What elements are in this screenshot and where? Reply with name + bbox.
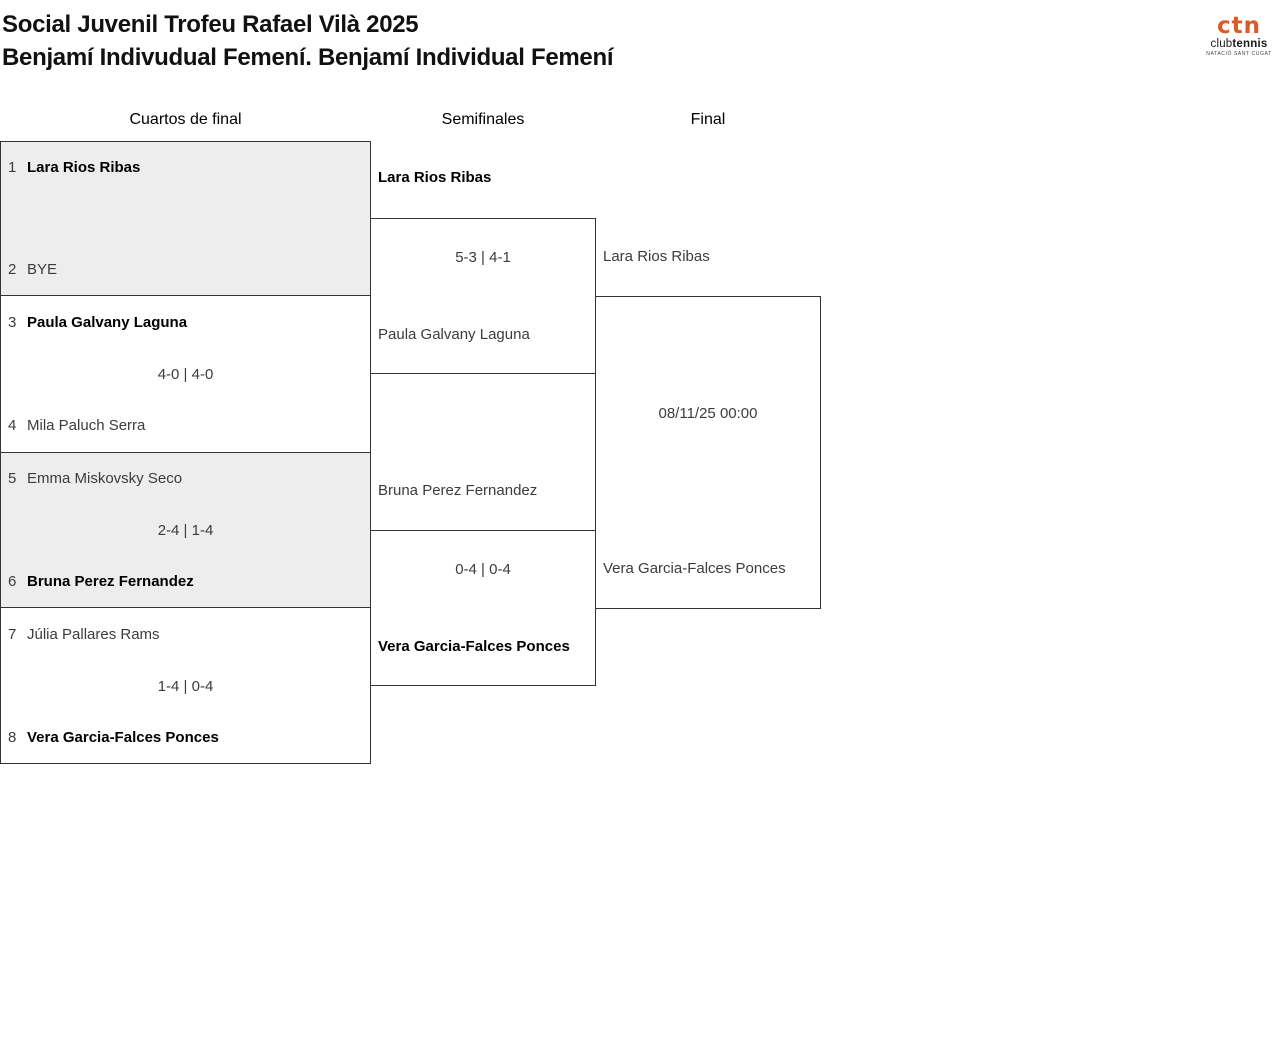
seed-number: 2: [8, 261, 17, 278]
logo-word-tennis: tennis: [1232, 38, 1268, 50]
round-header-semifinals: Semifinales: [441, 111, 525, 128]
seed-number: 1: [8, 159, 17, 176]
match-score: 0-4 | 0-4: [455, 561, 511, 578]
player-name: Lara Rios Ribas: [378, 169, 492, 186]
match-score: 1-4 | 0-4: [157, 678, 214, 695]
match-score: 4-0 | 4-0: [157, 366, 214, 383]
club-logo-mark-icon: ctn: [1216, 13, 1261, 39]
player-name: Lara Rios Ribas: [27, 159, 141, 176]
category-subtitle: Benjamí Indivudual Femení. Benjamí Indiv…: [2, 44, 614, 71]
match-datetime: 08/11/25 00:00: [658, 405, 758, 422]
player-name: Vera Garcia-Falces Ponces: [27, 729, 219, 746]
player-name: Emma Miskovsky Seco: [27, 470, 183, 487]
player-name: Mila Paluch Serra: [27, 417, 146, 434]
tournament-title: Social Juvenil Trofeu Rafael Vilà 2025: [2, 11, 419, 38]
round-header-final: Final: [690, 111, 726, 128]
club-logo[interactable]: ctn clubtennis NATACIÓ SANT CUGAT: [1206, 14, 1272, 58]
round-header-quarterfinals: Cuartos de final: [129, 111, 242, 128]
player-name: Bruna Perez Fernandez: [27, 573, 194, 590]
match-box-qf4: [0, 607, 371, 764]
player-name: BYE: [27, 261, 58, 278]
seed-number: 6: [8, 573, 17, 590]
seed-number: 3: [8, 314, 17, 331]
match-box-qf2: [0, 295, 371, 453]
seed-number: 7: [8, 626, 17, 643]
club-logo-tagline: NATACIÓ SANT CUGAT: [1206, 51, 1272, 57]
match-box-sf1: [370, 218, 596, 374]
player-name: Paula Galvany Laguna: [378, 326, 530, 343]
match-score: 2-4 | 1-4: [157, 522, 214, 539]
club-logo-wordmark: clubtennis: [1206, 38, 1272, 51]
player-name: Vera Garcia-Falces Ponces: [378, 638, 570, 655]
match-box-sf2: [370, 530, 596, 686]
match-score: 5-3 | 4-1: [455, 249, 511, 266]
match-box-qf1: [0, 141, 371, 296]
seed-number: 5: [8, 470, 17, 487]
player-name: Paula Galvany Laguna: [27, 314, 188, 331]
player-name: Bruna Perez Fernandez: [378, 482, 538, 499]
match-box-final: [595, 296, 821, 609]
player-name: Vera Garcia-Falces Ponces: [603, 560, 786, 577]
player-name: Júlia Pallares Rams: [27, 626, 160, 643]
logo-word-club: club: [1210, 38, 1233, 50]
seed-number: 4: [8, 417, 17, 434]
player-name: Lara Rios Ribas: [603, 248, 710, 265]
page-title: Social Juvenil Trofeu Rafael Vilà 2025 B…: [2, 8, 614, 74]
seed-number: 8: [8, 729, 17, 746]
